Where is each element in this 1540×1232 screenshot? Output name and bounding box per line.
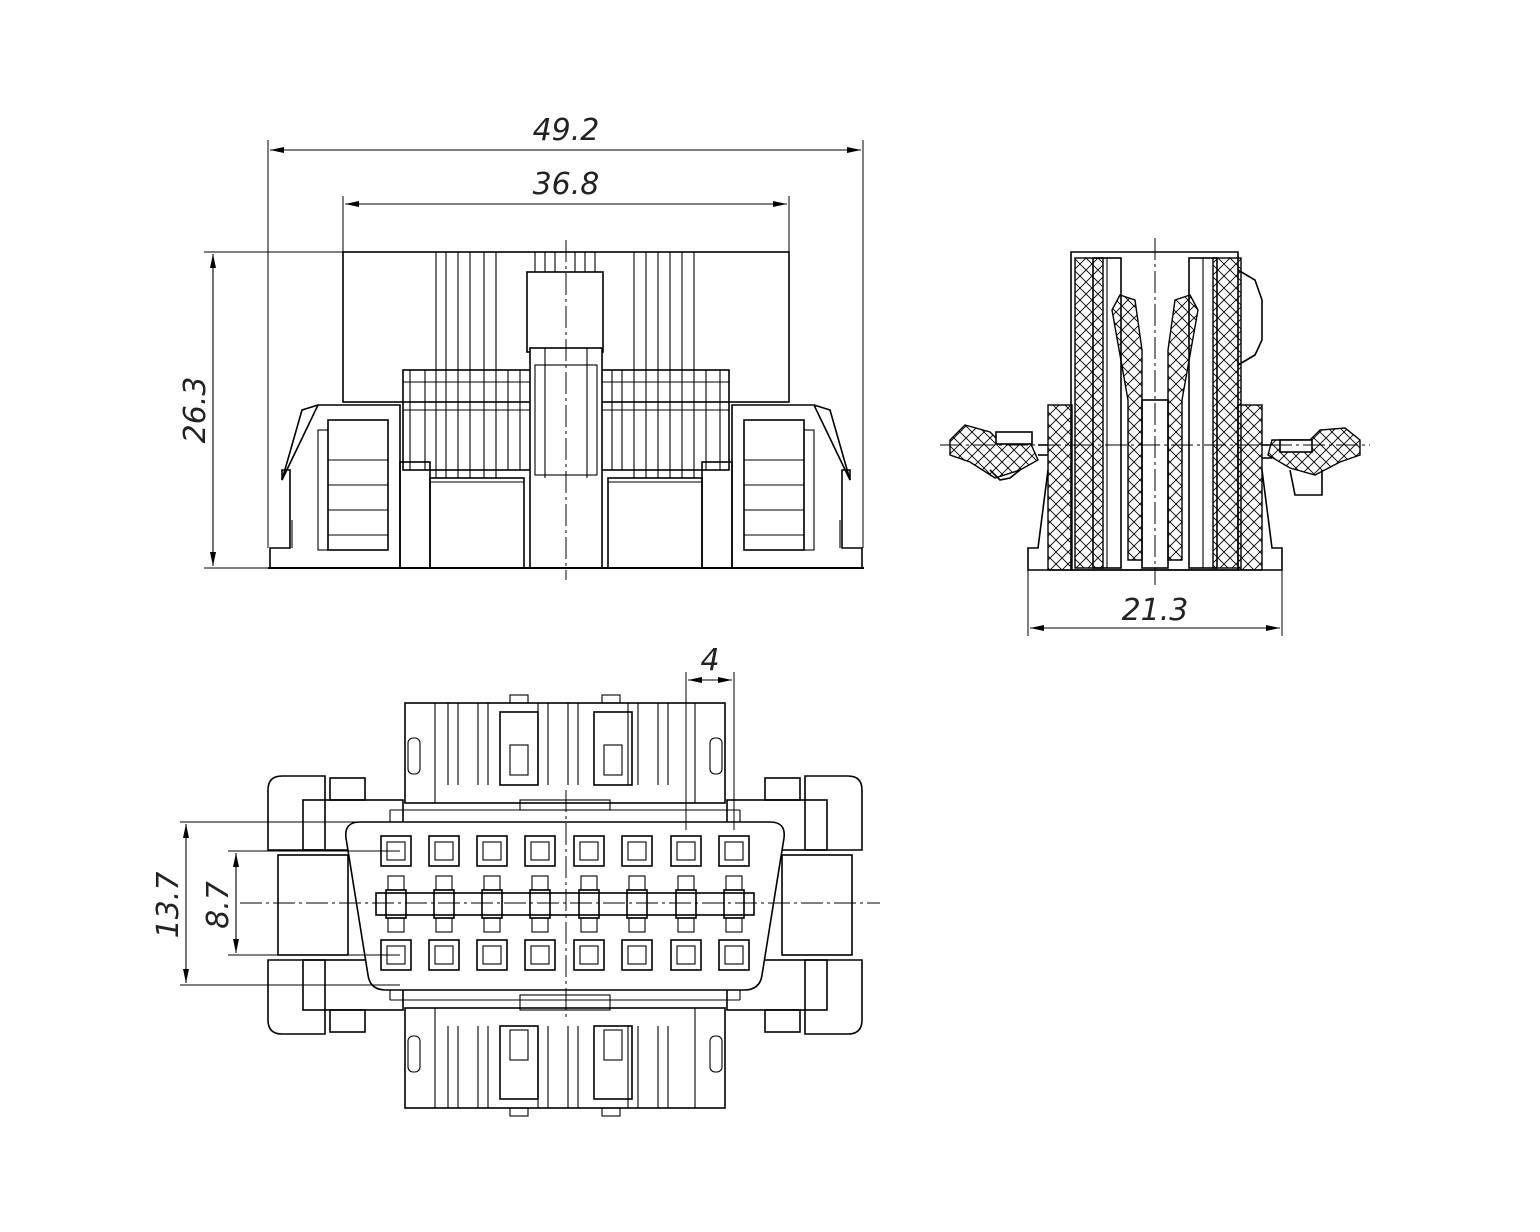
pin-bottom-8 <box>718 939 750 971</box>
dim-side-width: 21.3 <box>1122 593 1189 628</box>
pin-row-bottom <box>380 939 750 971</box>
pin-mid-7 <box>675 889 697 919</box>
pin-bottom-8-inner <box>724 945 744 965</box>
pin-top-8-inner <box>724 841 744 861</box>
dim-row-span-inner: 8.7 <box>201 881 236 929</box>
dim-height: 26.3 <box>178 377 213 444</box>
pin-top-5 <box>573 835 605 867</box>
pin-mid-5 <box>578 889 600 919</box>
pin-mid-6 <box>626 889 648 919</box>
pin-bottom-3 <box>476 939 508 971</box>
pin-top-8 <box>718 835 750 867</box>
plan-view-dimensions: 4 13.7 8.7 <box>151 643 735 986</box>
pin-bottom-6-inner <box>627 945 647 965</box>
pin-row-top <box>380 835 750 867</box>
pin-top-7-inner <box>676 841 696 861</box>
pin-top-2-inner <box>434 841 454 861</box>
dim-overall-width: 49.2 <box>533 113 600 148</box>
pin-bottom-5 <box>573 939 605 971</box>
pin-bottom-6 <box>621 939 653 971</box>
pin-bottom-4 <box>524 939 556 971</box>
dim-body-width: 36.8 <box>533 167 600 202</box>
front-view-dimensions: 49.2 36.8 26.3 <box>178 113 864 569</box>
pin-top-2 <box>428 835 460 867</box>
pin-bottom-5-inner <box>579 945 599 965</box>
pin-bottom-2 <box>428 939 460 971</box>
pin-mid-4 <box>529 889 551 919</box>
pin-bottom-2-inner <box>434 945 454 965</box>
dim-pin-pitch: 4 <box>700 643 719 678</box>
pin-mid-2 <box>433 889 455 919</box>
plan-view <box>240 694 880 1117</box>
pin-bottom-4-inner <box>530 945 550 965</box>
dim-row-span-outer: 13.7 <box>151 872 186 939</box>
side-section-view <box>940 238 1370 585</box>
pin-top-4 <box>524 835 556 867</box>
front-view <box>268 240 864 580</box>
pin-bottom-7-inner <box>676 945 696 965</box>
pin-bottom-7 <box>670 939 702 971</box>
pin-top-5-inner <box>579 841 599 861</box>
pin-mid-3 <box>481 889 503 919</box>
pin-top-7 <box>670 835 702 867</box>
pin-top-4-inner <box>530 841 550 861</box>
pin-bottom-3-inner <box>482 945 502 965</box>
pin-top-6-inner <box>627 841 647 861</box>
pin-top-6 <box>621 835 653 867</box>
pin-top-3-inner <box>482 841 502 861</box>
pin-bridge-bar <box>375 892 755 916</box>
pin-mid-8 <box>723 889 745 919</box>
pin-row-middle <box>375 875 755 933</box>
side-view-dimensions: 21.3 <box>1027 570 1283 636</box>
pin-mid-1 <box>385 889 407 919</box>
pin-top-3 <box>476 835 508 867</box>
